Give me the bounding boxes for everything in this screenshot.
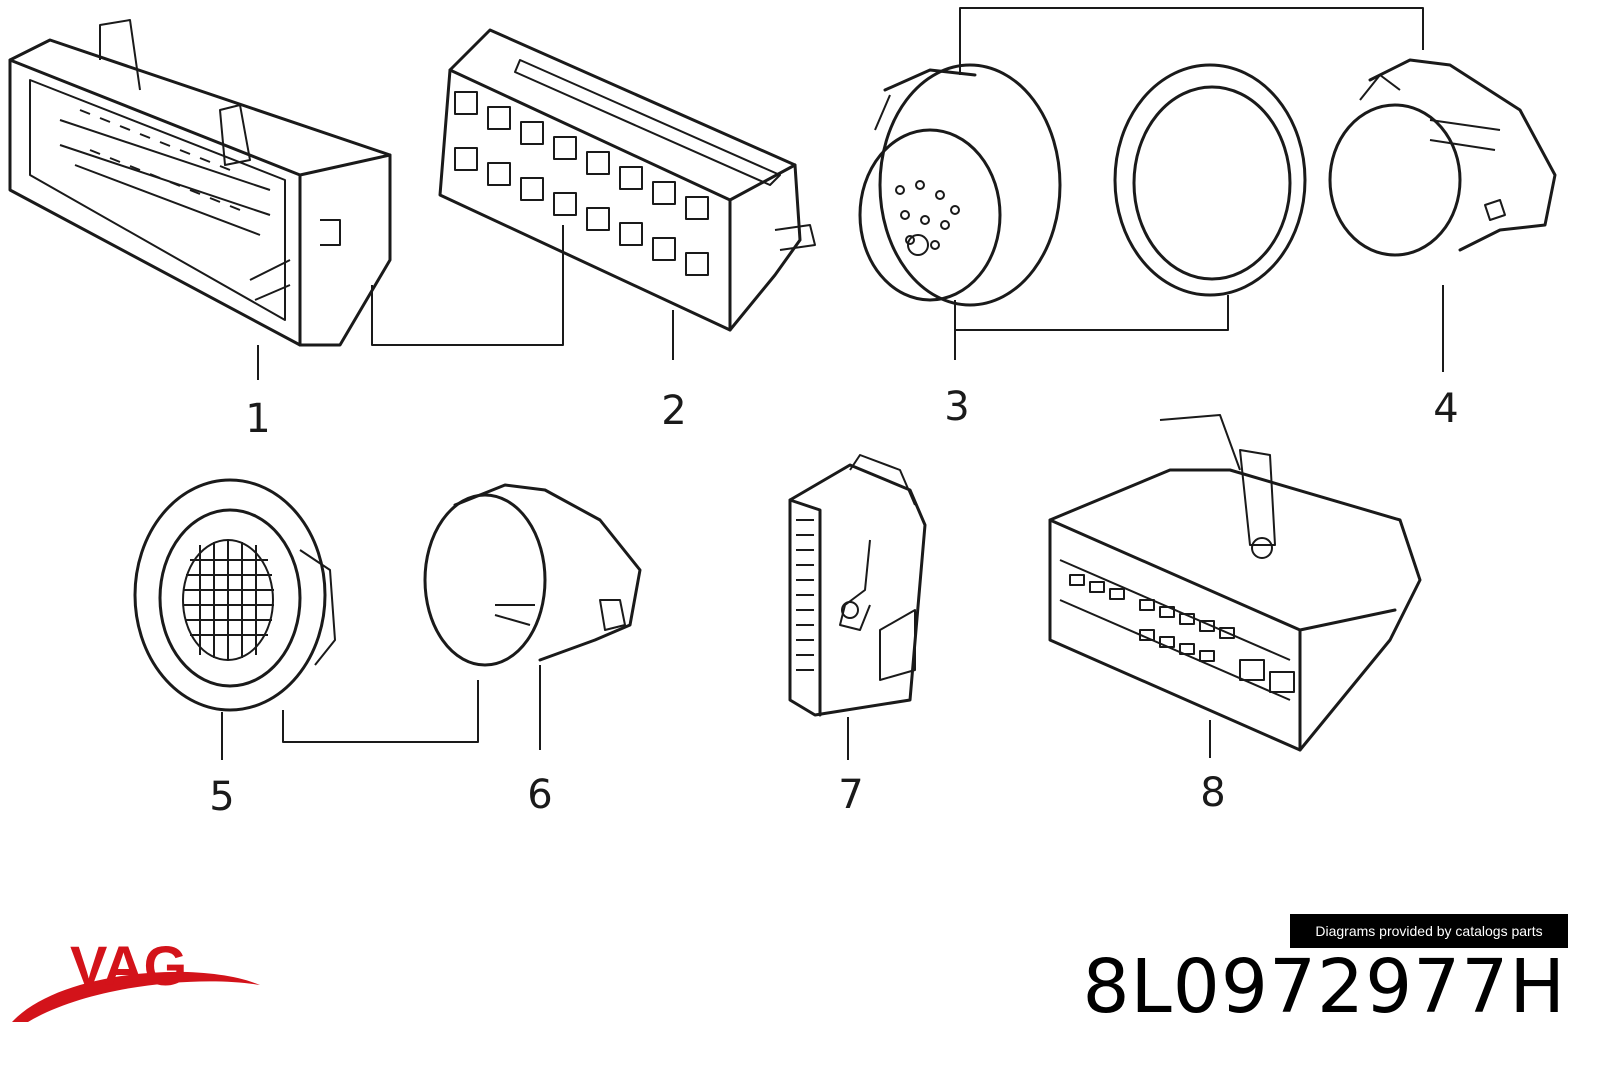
callout-8: 8 xyxy=(1200,770,1225,816)
part-5-grid-connector xyxy=(133,478,336,712)
part-8-large-housing xyxy=(1048,414,1422,752)
part-3-round-connector xyxy=(858,63,1307,307)
callout-numbers: 1 2 3 4 5 6 7 8 xyxy=(209,384,1458,820)
logo-text: VAG xyxy=(70,934,187,997)
logo-swoosh xyxy=(12,971,260,1022)
vag-logo: VAG xyxy=(12,934,260,1022)
part-2-contact-block xyxy=(438,28,816,332)
part-4-coupling-ring xyxy=(1328,58,1557,257)
callout-7: 7 xyxy=(838,772,863,818)
callout-2: 2 xyxy=(661,388,686,434)
part-6-connector-sleeve xyxy=(423,483,642,667)
leader-lines xyxy=(221,7,1444,760)
credit-banner: Diagrams provided by catalogs parts xyxy=(1290,914,1568,948)
part-7-angled-carrier xyxy=(788,454,927,717)
part-1-connector-housing xyxy=(8,19,392,347)
callout-6: 6 xyxy=(527,772,552,818)
callout-1: 1 xyxy=(245,396,270,442)
part-number: 8L0972977H xyxy=(1082,944,1566,1030)
callout-5: 5 xyxy=(209,774,234,820)
callout-3: 3 xyxy=(944,384,969,430)
callout-4: 4 xyxy=(1433,386,1458,432)
